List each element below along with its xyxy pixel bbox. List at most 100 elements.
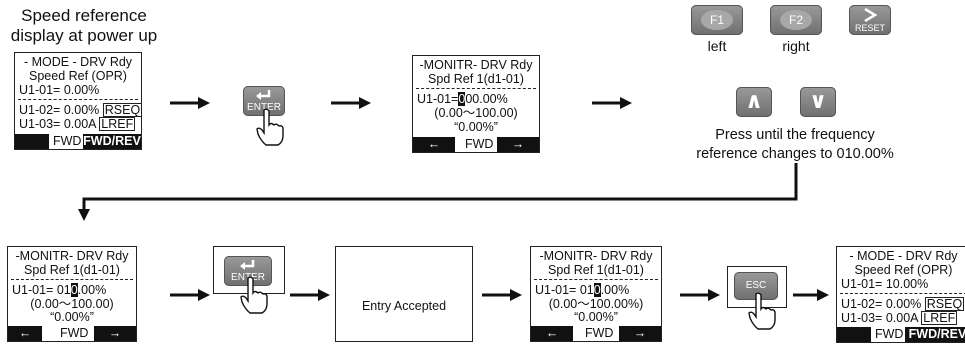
bar-right-arrow: → xyxy=(619,326,661,341)
lcd-line: “0.00%” xyxy=(454,120,498,134)
enter-key-button[interactable]: ENTER xyxy=(243,86,285,116)
lcd-line: Spd Ref 1(d1-01) xyxy=(548,263,644,277)
lcd-line: U1-01= 10.00% xyxy=(841,277,929,291)
up-key-button[interactable]: ∧ xyxy=(736,87,772,117)
lcd-divider xyxy=(840,293,965,294)
bar-left-block xyxy=(15,134,49,149)
lcd-line: “0.00%” xyxy=(50,310,94,324)
lcd-monitor-d1-01: -MONITR- DRV Rdy Spd Ref 1(d1-01) U1-01=… xyxy=(412,55,540,153)
lcd-line: U1-02= 0.00% RSEQ xyxy=(841,297,965,311)
cursor-digit: 0 xyxy=(70,283,78,297)
reset-label: RESET xyxy=(854,23,885,33)
lcd-line: U1-01= 0.00% xyxy=(19,83,100,97)
enter-icon xyxy=(240,260,255,270)
bar-left-arrow: ← xyxy=(8,326,42,341)
bar-left-arrow: ← xyxy=(531,326,573,341)
lref-badge: LREF xyxy=(921,311,958,325)
arrow-right-icon xyxy=(793,289,829,301)
shift-right-icon xyxy=(864,7,878,23)
bar-right-arrow: → xyxy=(94,326,136,341)
down-key-button[interactable]: ∨ xyxy=(800,87,836,117)
finger-press-icon xyxy=(256,108,284,146)
lcd-line: U1-02= 0.00% RSEQ xyxy=(19,103,143,117)
f1-caption: left xyxy=(707,38,727,54)
lcd-line: (0.00～100.00%) xyxy=(548,297,644,311)
lcd-line: -MONITR- DRV Rdy xyxy=(15,249,129,263)
enter-label: ENTER xyxy=(247,102,281,113)
caption-power-up: Speed reference display at power up xyxy=(4,6,164,46)
arrow-right-icon xyxy=(680,289,720,301)
lcd-line: Spd Ref 1(d1-01) xyxy=(24,263,120,277)
arrow-right-icon xyxy=(592,97,632,109)
lcd-line: U1-01= 010.00% xyxy=(535,283,630,297)
lcd-line: U1-01=000.00% xyxy=(417,92,508,106)
arrow-right-icon xyxy=(170,97,210,109)
caption-line: display at power up xyxy=(10,26,158,45)
lcd-function-bar: ← FWD → xyxy=(531,326,661,341)
lcd-divider xyxy=(534,279,658,280)
caption-line: reference changes to 010.00% xyxy=(696,146,894,162)
lcd-divider xyxy=(416,88,536,89)
connector-arrow-icon xyxy=(78,163,798,221)
lcd-mode-display-final: - MODE - DRV Rdy Speed Ref (OPR) U1-01= … xyxy=(836,246,965,343)
rseq-badge: RSEQ xyxy=(924,297,965,311)
cursor-digit: 0 xyxy=(458,92,466,106)
lref-badge: LREF xyxy=(99,117,136,131)
lcd-divider xyxy=(11,279,133,280)
bar-mid-label: FWD xyxy=(53,134,82,148)
lcd-line: - MODE - DRV Rdy xyxy=(23,55,133,69)
lcd-function-bar: FWD FWD/REV xyxy=(837,327,965,342)
arrow-right-icon xyxy=(170,289,210,301)
f1-label: F1 xyxy=(701,10,733,30)
caption-line: Press until the frequency xyxy=(715,127,875,143)
bar-left-arrow: ← xyxy=(413,137,455,152)
lcd-divider xyxy=(18,99,138,100)
f1-key-button[interactable]: F1 xyxy=(691,5,743,35)
finger-press-icon xyxy=(240,276,268,314)
bar-mid-label: FWD xyxy=(60,326,89,340)
enter-icon xyxy=(256,90,271,100)
lcd-line: Speed Ref (OPR) xyxy=(29,69,127,83)
lcd-function-bar: FWD FWD/REV xyxy=(15,134,141,149)
bar-mid-label: FWD xyxy=(585,326,614,340)
lcd-line: Spd Ref 1(d1-01) xyxy=(428,72,524,86)
lcd-line: “0.00%” xyxy=(574,310,618,324)
lcd-line: Speed Ref (OPR) xyxy=(854,263,953,277)
bar-left-block xyxy=(837,327,871,342)
f2-label: F2 xyxy=(780,10,812,30)
bar-mid-label: FWD xyxy=(465,137,494,151)
reset-key-button[interactable]: RESET xyxy=(849,5,891,35)
lcd-line: U1-03= 0.00A LREF xyxy=(841,311,958,325)
entry-accepted-panel: Entry Accepted xyxy=(335,246,473,342)
lcd-line: -MONITR- DRV Rdy xyxy=(419,58,533,72)
lcd-line: (0.00～100.00) xyxy=(30,297,114,311)
lcd-line: U1-01= 010.00% xyxy=(12,283,107,297)
lcd-monitor-confirmed: -MONITR- DRV Rdy Spd Ref 1(d1-01) U1-01=… xyxy=(530,246,662,342)
lcd-monitor-edit: -MONITR- DRV Rdy Spd Ref 1(d1-01) U1-01=… xyxy=(7,246,137,342)
lcd-function-bar: ← FWD → xyxy=(413,137,539,152)
f2-caption: right xyxy=(782,38,810,54)
lcd-mode-display: - MODE - DRV Rdy Speed Ref (OPR) U1-01= … xyxy=(14,52,143,150)
entry-accepted-text: Entry Accepted xyxy=(361,299,447,313)
bar-right-label: FWD/REV xyxy=(905,327,965,342)
lcd-line: U1-03= 0.00A LREF xyxy=(19,117,136,131)
lcd-line: -MONITR- DRV Rdy xyxy=(539,249,653,263)
caption-press-keys: Press until the frequency reference chan… xyxy=(660,126,930,164)
bar-right-arrow: → xyxy=(497,137,539,152)
esc-label: ESC xyxy=(745,280,767,291)
lcd-line: - MODE - DRV Rdy xyxy=(849,249,958,263)
caption-line: Speed reference xyxy=(21,6,147,25)
bar-right-label: FWD/REV xyxy=(83,134,141,149)
lcd-line: (0.00～100.00) xyxy=(434,106,518,120)
rseq-badge: RSEQ xyxy=(102,103,143,117)
finger-press-icon xyxy=(748,292,776,330)
arrow-right-icon xyxy=(290,289,330,301)
cursor-digit: 0 xyxy=(593,283,601,297)
lcd-function-bar: ← FWD → xyxy=(8,326,136,341)
f2-key-button[interactable]: F2 xyxy=(770,5,822,35)
arrow-right-icon xyxy=(331,97,371,109)
up-arrow-icon: ∧ xyxy=(745,88,763,113)
down-arrow-icon: ∨ xyxy=(809,88,827,113)
arrow-right-icon xyxy=(482,289,522,301)
bar-mid-label: FWD xyxy=(875,327,904,341)
